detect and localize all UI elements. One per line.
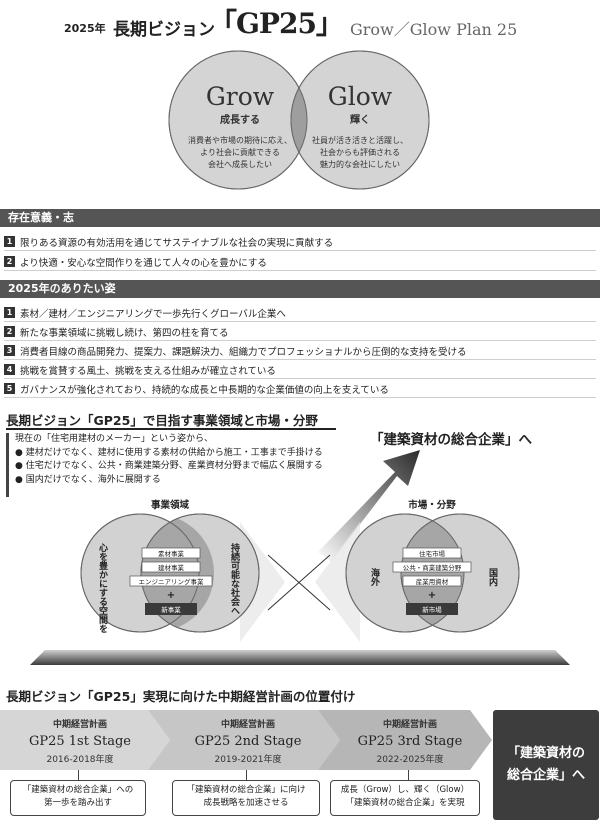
stage-1-title: GP25 1st Stage — [29, 734, 131, 749]
market-plus: + — [428, 590, 436, 601]
grow-line-2: より社会に貢献できる — [200, 147, 280, 157]
glow-line-1: 社員が活き活きと活躍し、 — [312, 135, 408, 145]
final-goal-line-2: 総合企業」へ — [506, 768, 585, 783]
market-box — [402, 547, 462, 559]
platform-base — [30, 650, 570, 665]
vision-heading: 長期ビジョン「GP25」で目指す事業領域と市場・分野 — [6, 413, 318, 428]
ideal-item: 5 ガバナンスが強化されており、持続的な成長と中長期的な企業価値の向上を支えてい… — [4, 380, 596, 398]
ideal-item: 2 新たな事業領域に挑戦し続け、第四の柱を育てる — [4, 323, 596, 341]
new-business-box — [145, 603, 197, 615]
final-goal-box: 「建築資材の 総合企業」へ — [493, 710, 599, 820]
header-gp25: 「GP25」 — [209, 7, 344, 40]
vision-bullet: ● 建材だけでなく、建材に使用する素材の供給から施工・工事まで手掛ける — [15, 447, 323, 458]
purpose-item: 2 より快適・安心な空間作りを通じて人々の心を豊かにする — [4, 253, 596, 271]
header-year: 2025年 — [64, 22, 106, 35]
stage-3-note: 成長（Grow）し、輝く（Glow） 「建築資材の総合企業」を実現 — [330, 780, 480, 816]
ideal-heading: 2025年のありたい姿 — [0, 280, 600, 298]
stage-2-note: 「建築資材の総合企業」に向け 成長戦略を加速させる — [172, 780, 320, 816]
svg-text:エンジニアリング事業: エンジニアリング事業 — [139, 577, 205, 586]
market-venn-overlap — [401, 514, 464, 632]
stage-2-connector — [246, 770, 247, 780]
purpose-item: 1 限りある資源の有効活用を通じてサステイナブルな社会の実現に貢献する — [4, 233, 596, 251]
stage-2-years: 2019-2021年度 — [214, 753, 281, 765]
growth-arrow — [318, 450, 420, 562]
header-subtitle: Grow／Glow Plan 25 — [350, 20, 518, 39]
vision-intro-box: 現在の「住宅用建材のメーカー」という姿から、 ● 建材だけでなく、建材に使用する… — [6, 433, 336, 497]
business-box — [141, 561, 201, 573]
stages-heading: 長期ビジョン「GP25」実現に向けた中期経営計画の位置付け — [6, 689, 356, 704]
market-box — [392, 561, 472, 573]
stage-1-chevron — [0, 710, 170, 770]
svg-text:建材事業: 建材事業 — [158, 563, 185, 572]
glow-sub: 輝く — [350, 113, 370, 126]
purpose-num: 2 — [4, 256, 15, 267]
purpose-heading: 存在意義・志 — [0, 209, 600, 227]
ideal-text: ガバナンスが強化されており、持続的な成長と中長期的な企業価値の向上を支えている — [20, 384, 389, 396]
business-left-label: 心を豊かにする空間を — [97, 543, 108, 633]
ideal-text: 挑戦を賞賛する風土、挑戦を支える仕組みが確立されている — [20, 365, 276, 377]
svg-text:住宅市場: 住宅市場 — [419, 549, 446, 558]
market-box — [402, 575, 462, 587]
stage-chevrons: 中期経営計画 GP25 1st Stage 2016-2018年度 中期経営計画… — [0, 710, 492, 770]
stage-1-years: 2016-2018年度 — [46, 753, 113, 765]
business-venn-overlap — [141, 514, 214, 632]
business-right-label: 持続可能な社会へ — [229, 542, 241, 615]
business-plus: + — [167, 590, 175, 601]
svg-text:新市場: 新市場 — [422, 605, 442, 614]
svg-text:新事業: 新事業 — [161, 605, 181, 614]
stage-1-note: 「建築資材の総合企業」への 第一歩を踏み出す — [10, 780, 146, 816]
stage-3-title: GP25 3rd Stage — [358, 734, 463, 749]
stage-3-name: 中期経営計画 — [383, 718, 437, 730]
business-box — [129, 575, 213, 587]
vision-intro: 現在の「住宅用建材のメーカー」という姿から、 — [15, 434, 214, 444]
purpose-text: より快適・安心な空間作りを通じて人々の心を豊かにする — [20, 257, 267, 269]
grow-sub: 成長する — [220, 113, 260, 126]
grow-title: Grow — [206, 82, 275, 111]
ideal-num: 4 — [4, 364, 15, 375]
ideal-item: 3 消費者目線の商品開発力、提案力、課題解決力、組織力でプロフェッショナルから圧… — [4, 342, 596, 360]
business-venn-title: 事業領域 — [151, 499, 190, 511]
stage-3-connector — [408, 770, 409, 780]
cross-line — [267, 554, 331, 611]
svg-text:産業用資材: 産業用資材 — [416, 577, 449, 586]
stage-1-name: 中期経営計画 — [53, 718, 107, 730]
ideal-text: 消費者目線の商品開発力、提案力、課題解決力、組織力でプロフェッショナルから圧倒的… — [20, 346, 467, 358]
business-market-diagram: 事業領域 素材事業 建材事業 エンジニアリング事業 + 新事業 心を豊かにする空… — [30, 450, 570, 665]
vision-rule — [6, 428, 336, 430]
goal-text: 「建築資材の総合企業」へ — [370, 432, 532, 448]
stage-3-years: 2022-2025年度 — [376, 753, 443, 765]
ideal-num: 2 — [4, 326, 15, 337]
stage-2-title: GP25 2nd Stage — [195, 734, 302, 749]
ideal-num: 3 — [4, 345, 15, 356]
purpose-text: 限りある資源の有効活用を通じてサステイナブルな社会の実現に貢献する — [20, 237, 334, 249]
ideal-text: 素材／建材／エンジニアリングで一歩先行くグローバル企業へ — [20, 308, 286, 320]
vision-bullet: ● 国内だけでなく、海外に展開する — [15, 474, 161, 485]
header-title: 長期ビジョン — [113, 20, 215, 40]
svg-text:素材事業: 素材事業 — [158, 549, 185, 558]
business-box — [141, 547, 201, 559]
market-right-label: 国内 — [487, 568, 498, 587]
ideal-item: 1 素材／建材／エンジニアリングで一歩先行くグローバル企業へ — [4, 304, 596, 322]
purpose-num: 1 — [4, 236, 15, 247]
glow-title: Glow — [328, 82, 393, 111]
vision-bullet: ● 住宅だけでなく、公共・商業建築分野、産業資材分野まで幅広く展開する — [15, 461, 323, 471]
glow-line-3: 魅力的な会社にしたい — [320, 159, 400, 169]
grow-line-1: 消費者や市場の期待に応え、 — [188, 135, 292, 145]
new-market-box — [406, 603, 458, 615]
ideal-num: 1 — [4, 307, 15, 318]
grow-glow-venn: Grow 成長する 消費者や市場の期待に応え、 より社会に貢献できる 会社へ成長… — [168, 50, 430, 190]
market-left-label: 海外 — [369, 567, 381, 587]
grow-line-3: 会社へ成長したい — [208, 159, 272, 169]
final-goal-line-1: 「建築資材の — [506, 746, 585, 761]
market-venn-title: 市場・分野 — [408, 499, 456, 511]
ideal-num: 5 — [4, 383, 15, 394]
glow-line-2: 社会からも評価される — [320, 147, 400, 157]
ideal-text: 新たな事業領域に挑戦し続け、第四の柱を育てる — [20, 327, 229, 339]
stage-2-chevron — [148, 710, 340, 770]
stage-1-connector — [78, 770, 79, 780]
svg-text:公共・商業建築分野: 公共・商業建築分野 — [403, 563, 462, 572]
ideal-item: 4 挑戦を賞賛する風土、挑戦を支える仕組みが確立されている — [4, 361, 596, 379]
stage-3-chevron — [318, 710, 492, 770]
stage-2-name: 中期経営計画 — [221, 718, 275, 730]
